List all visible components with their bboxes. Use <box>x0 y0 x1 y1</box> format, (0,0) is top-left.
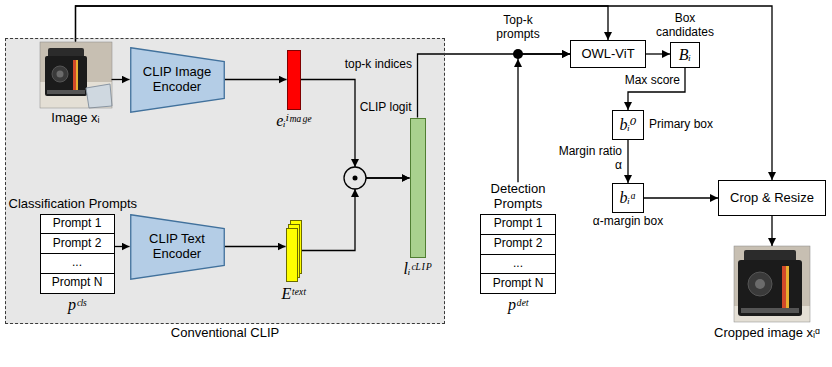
edge-label: top-k indices <box>330 58 412 72</box>
arrow-connector <box>518 54 570 182</box>
encoder-shape <box>130 47 224 112</box>
arrow-head <box>514 59 522 67</box>
process-box: Crop & Resize <box>718 180 826 216</box>
image-caption: Cropped image xᵢᵅ <box>714 326 820 341</box>
prompt-row: Prompt N <box>41 273 114 293</box>
arrow-connector <box>76 6 609 42</box>
cropped-photo <box>734 246 810 322</box>
box-caption: α-margin box <box>593 215 663 229</box>
free-label: Top-k prompts <box>490 14 546 42</box>
encoder-label: CLIP Image Encoder <box>140 65 214 95</box>
math-label: pᶜˡˢ <box>68 296 86 314</box>
arrow-connector <box>115 246 130 247</box>
list-title: Detection Prompts <box>471 182 565 212</box>
math-label: lᵢᶜᴸᴵᴾ <box>404 260 432 278</box>
arrow-connector <box>418 54 571 118</box>
box-item: bᵢᵅα-margin box <box>612 183 644 213</box>
arrow-connector <box>771 216 772 246</box>
arrow-head <box>351 189 359 197</box>
prompt-list: Classification PromptsPrompt 1Prompt 2..… <box>40 214 115 294</box>
math-label: eᵢⁱᵐᵃᵍᵉ <box>276 112 311 130</box>
group-fill <box>5 38 445 324</box>
prompt-row: Prompt 2 <box>481 234 555 254</box>
math-label: Eᵗᵉˣᵗ <box>282 285 306 303</box>
embedding-layer <box>286 228 297 281</box>
arrow-connector <box>225 79 287 80</box>
merge-dot <box>513 49 523 59</box>
list-title: Classification Prompts <box>9 197 138 212</box>
encoder-label: CLIP Text Encoder <box>140 232 214 262</box>
dot-product-symbol <box>353 176 358 181</box>
edge-label: Margin ratio α <box>558 145 622 173</box>
math-label: bᵢ⁰ <box>620 116 637 134</box>
box-item: bᵢ⁰Primary box <box>612 110 644 140</box>
prompt-row: Prompt 1 <box>481 215 555 234</box>
encoder-shape <box>130 214 224 279</box>
arrow-connector <box>112 79 130 80</box>
arrow-connector <box>301 80 410 179</box>
box-caption: Primary box <box>649 118 713 132</box>
bar-title: CLIP logit <box>360 101 412 115</box>
box-label: OWL-ViT <box>581 47 634 62</box>
image-caption: Image xᵢ <box>51 111 99 126</box>
math-label: Bᵢ <box>679 46 691 64</box>
prompt-row: ... <box>41 253 114 273</box>
edge-label: Max score <box>598 74 680 88</box>
encoder-block: CLIP Image Encoder <box>130 47 225 113</box>
arrow-head <box>351 159 359 167</box>
dot-product-symbol <box>344 167 366 189</box>
prompt-row: Prompt 1 <box>41 215 114 234</box>
box-label: Crop & Resize <box>730 191 814 206</box>
embedding-stack-shape <box>286 220 302 282</box>
embedding-stack: Eᵗᵉˣᵗ <box>286 220 302 282</box>
box-set: Box candidatesBᵢ <box>670 42 700 68</box>
set-title: Box candidates <box>649 12 721 40</box>
output-image: Cropped image xᵢᵅ <box>734 246 810 322</box>
dashed-group: Image xᵢ CLIP Image Encoder eᵢⁱᵐᵃᵍᵉClassif… <box>5 38 445 324</box>
embedding-bar: eᵢⁱᵐᵃᵍᵉ <box>287 50 301 110</box>
arrow-connector <box>225 246 286 247</box>
math-label: pᵈᵉᵗ <box>508 296 528 314</box>
logit-bar: CLIP logitlᵢᶜᴸᴵᴾ <box>410 118 426 258</box>
group-title: Conventional CLIP <box>171 326 279 341</box>
prompt-row: ... <box>481 254 555 274</box>
encoder-block: CLIP Text Encoder <box>130 214 225 280</box>
process-box: OWL-ViT <box>570 40 646 68</box>
prompt-row: Prompt 2 <box>41 233 114 253</box>
prompt-row: Prompt N <box>481 273 555 293</box>
arrow-connector <box>644 197 718 198</box>
math-label: bᵢᵅ <box>620 189 637 207</box>
prompt-list: Detection PromptsPrompt 1Prompt 2...Prom… <box>480 214 556 294</box>
input-image: Image xᵢ <box>40 42 112 108</box>
arrow-connector <box>627 140 628 183</box>
arrow-connector <box>646 53 670 54</box>
input-photo <box>40 42 112 108</box>
